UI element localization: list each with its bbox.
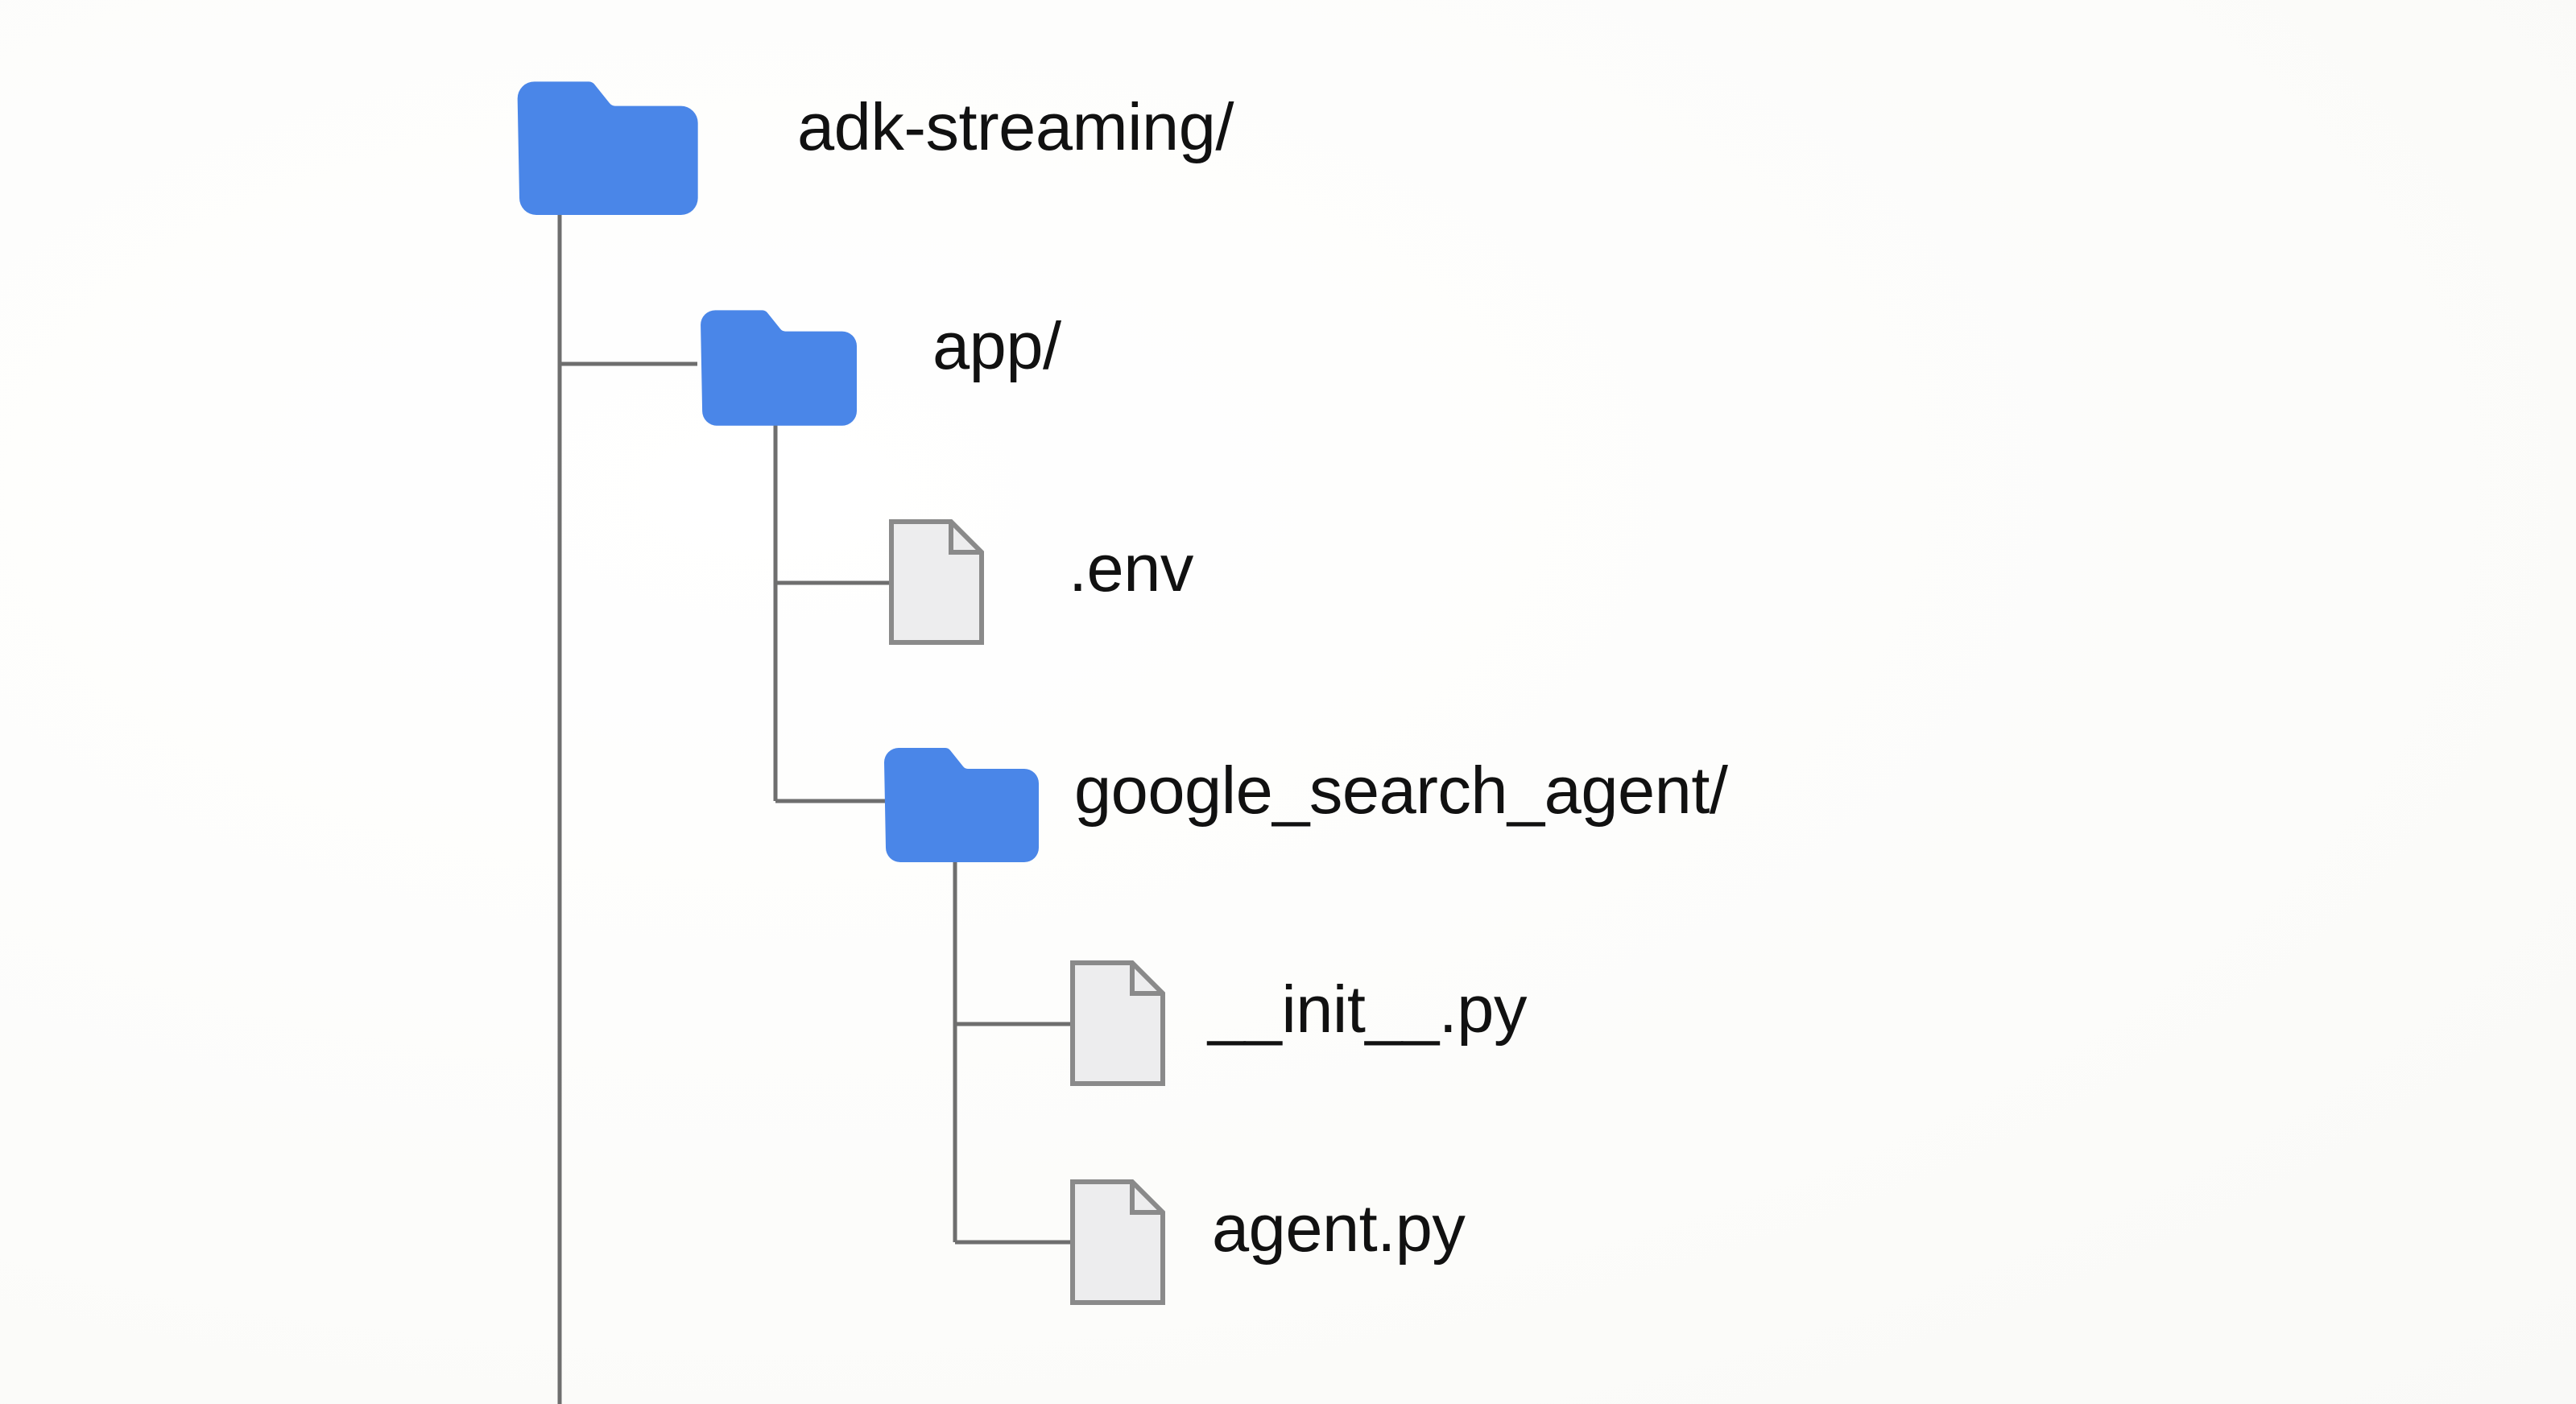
- folder-icon[interactable]: [701, 310, 857, 426]
- file-icon[interactable]: [1073, 1182, 1163, 1303]
- node-label-adk-streaming[interactable]: adk-streaming/: [797, 89, 1234, 164]
- node-label-app[interactable]: app/: [932, 308, 1061, 383]
- node-label-agent-py[interactable]: agent.py: [1212, 1191, 1466, 1266]
- folder-icon[interactable]: [517, 81, 698, 215]
- node-label-google-search-agent[interactable]: google_search_agent/: [1074, 753, 1728, 828]
- node-label-init-py[interactable]: __init__.py: [1208, 972, 1527, 1047]
- file-icon[interactable]: [891, 522, 982, 642]
- node-label-env[interactable]: .env: [1069, 531, 1193, 605]
- file-icon[interactable]: [1073, 963, 1163, 1084]
- folder-icon[interactable]: [884, 748, 1039, 862]
